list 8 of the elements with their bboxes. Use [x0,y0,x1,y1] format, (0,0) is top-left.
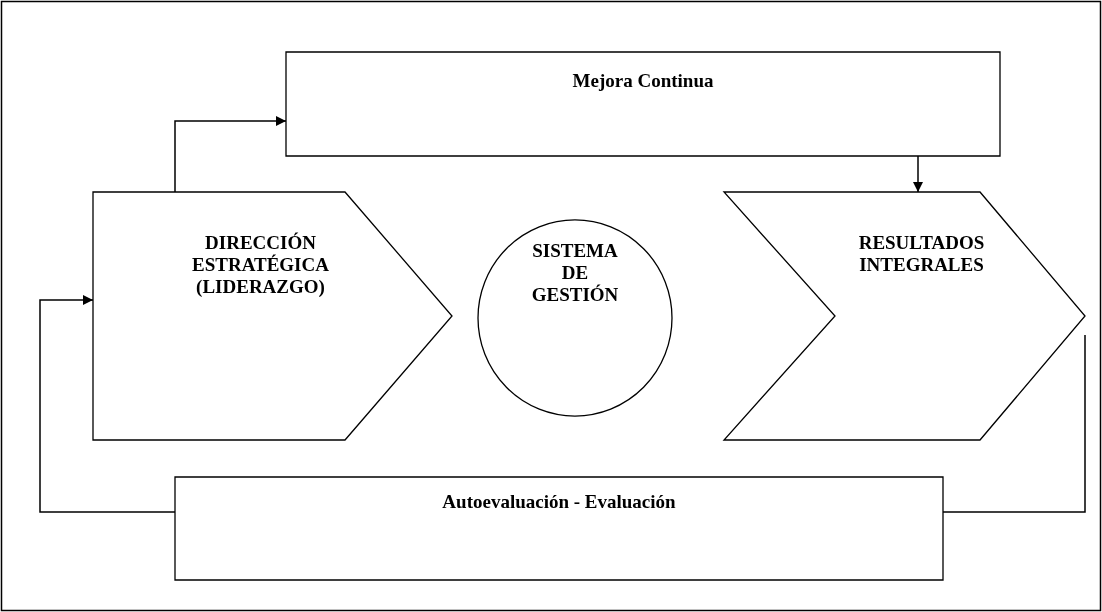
arrow [174,115,287,193]
arrow [912,155,924,193]
node-label: SISTEMA DE GESTIÓN [530,240,620,306]
arrow [39,294,176,513]
node-label: Mejora Continua [571,70,715,92]
node-label: DIRECCIÓN ESTRATÉGICA (LIDERAZGO) [191,232,330,298]
node-label: Autoevaluación - Evaluación [441,491,677,513]
node-label: RESULTADOS INTEGRALES [857,232,986,276]
